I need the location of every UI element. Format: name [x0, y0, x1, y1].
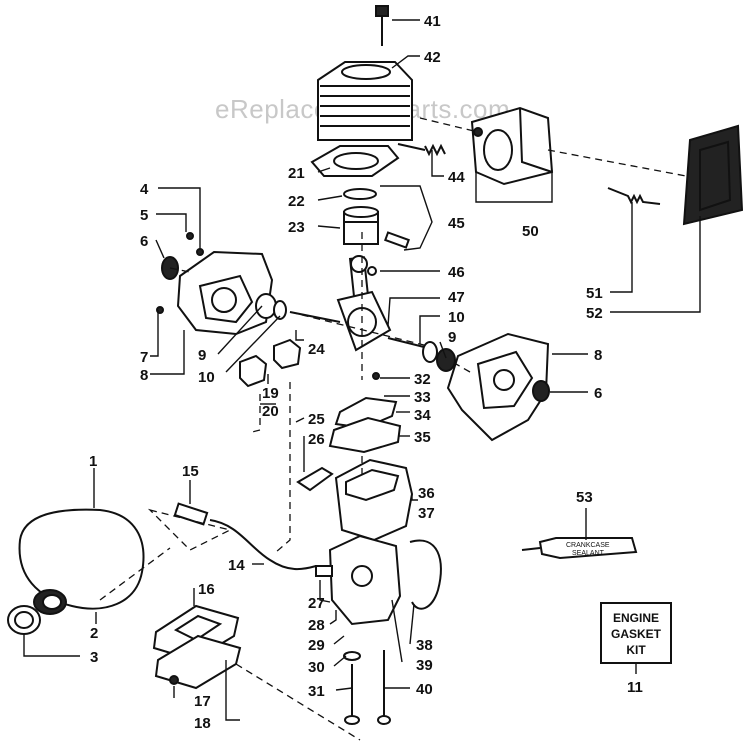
part-22-ring	[343, 188, 377, 200]
kit-label-line2: GASKET	[611, 627, 662, 641]
part-42-cylinder	[317, 61, 413, 141]
part-46-bearing	[367, 266, 377, 276]
callout-3: 3	[90, 649, 98, 666]
part-17-screw	[169, 675, 179, 685]
part-8-crankcase-left	[176, 250, 274, 336]
callout-50: 50	[522, 223, 539, 240]
callout-19: 19	[262, 385, 279, 402]
callout-26: 26	[308, 431, 325, 448]
callout-32: 32	[414, 371, 431, 388]
callout-10-left: 10	[198, 369, 215, 386]
callout-16: 16	[198, 581, 215, 598]
callout-45: 45	[448, 215, 465, 232]
part-19-block	[239, 354, 268, 388]
callout-22: 22	[288, 193, 305, 210]
part-3-filter-element	[7, 605, 41, 635]
callout-47: 47	[448, 289, 465, 306]
callout-27: 27	[308, 595, 325, 612]
part-45-wrist-pin	[384, 231, 410, 249]
part-23-piston	[343, 206, 379, 245]
callout-7: 7	[140, 349, 148, 366]
callout-9-right: 9	[448, 329, 456, 346]
tube-label-line1: CRANKCASE	[566, 542, 610, 549]
part-carburetor	[315, 534, 402, 626]
callout-24: 24	[308, 341, 325, 358]
part-2-filter	[33, 589, 67, 615]
callout-21: 21	[288, 165, 305, 182]
callout-38: 38	[416, 637, 433, 654]
callout-51: 51	[586, 285, 603, 302]
part-32-screw	[372, 372, 380, 380]
part-16-gasket-plate	[152, 604, 240, 662]
part-41-screw	[375, 5, 389, 46]
part-9-10-bearing-left	[255, 293, 287, 320]
callout-29: 29	[308, 637, 325, 654]
callout-20: 20	[262, 403, 279, 420]
callout-17: 17	[194, 693, 211, 710]
callout-10-right: 10	[448, 309, 465, 326]
callout-35: 35	[414, 429, 431, 446]
part-47-crankshaft	[289, 255, 429, 352]
part-8-crankcase-right	[446, 332, 550, 442]
part-52-muffler-cover	[682, 124, 744, 226]
callout-28: 28	[308, 617, 325, 634]
part-34-reed-valve	[328, 396, 402, 454]
part-44-spring	[397, 143, 446, 157]
part-14-fuel-line	[209, 519, 317, 571]
callout-9-left: 9	[198, 347, 206, 364]
part-38-fuel-line	[409, 539, 442, 610]
callout-15: 15	[182, 463, 199, 480]
tube-label-line2: SEALANT	[572, 550, 605, 557]
part-24-block	[273, 338, 302, 370]
callout-numbers: 41 42 21 22 23 44 45 50 46 47 10 9 51 52…	[89, 13, 643, 732]
callout-18: 18	[194, 715, 211, 732]
part-6-seal-right	[532, 380, 550, 402]
leader-lines	[23, 19, 701, 721]
part-15-fitting	[173, 502, 209, 526]
callout-6-right: 6	[594, 385, 602, 402]
part-21-gasket	[310, 145, 400, 177]
callout-4: 4	[140, 181, 149, 198]
callout-14: 14	[228, 557, 245, 574]
callout-8-left: 8	[140, 367, 148, 384]
callout-1: 1	[89, 453, 97, 470]
callout-2: 2	[90, 625, 98, 642]
callout-52: 52	[586, 305, 603, 322]
engine-gasket-kit-box: ENGINE GASKET KIT	[600, 602, 672, 664]
callout-53: 53	[576, 489, 593, 506]
kit-label-line1: ENGINE	[613, 611, 659, 625]
part-50-muffler	[470, 106, 554, 186]
part-51-spring	[607, 187, 661, 205]
callout-25: 25	[308, 411, 325, 428]
part-30-washer	[343, 651, 361, 661]
callout-11: 11	[627, 679, 643, 696]
callout-23: 23	[288, 219, 305, 236]
part-36-37-intake	[334, 458, 414, 542]
callout-6-left: 6	[140, 233, 148, 250]
callout-8-right: 8	[594, 347, 602, 364]
callout-46: 46	[448, 264, 465, 281]
kit-label-line3: KIT	[626, 643, 646, 657]
callout-31: 31	[308, 683, 325, 700]
callout-33: 33	[414, 389, 431, 406]
part-53-sealant-tube: CRANKCASE SEALANT	[521, 537, 638, 560]
callout-37: 37	[418, 505, 435, 522]
part-40-bolt	[377, 650, 391, 725]
callout-39: 39	[416, 657, 433, 674]
callout-34: 34	[414, 407, 431, 424]
callout-42: 42	[424, 49, 441, 66]
callout-30: 30	[308, 659, 325, 676]
callout-40: 40	[416, 681, 433, 698]
callout-44: 44	[448, 169, 465, 186]
callout-5: 5	[140, 207, 148, 224]
part-9-10-bearing-right	[422, 341, 456, 372]
callout-36: 36	[418, 485, 435, 502]
part-31-bolt	[344, 664, 360, 725]
part-26-gasket	[296, 466, 334, 492]
callout-41: 41	[424, 13, 441, 30]
dashed-guides	[99, 117, 687, 741]
